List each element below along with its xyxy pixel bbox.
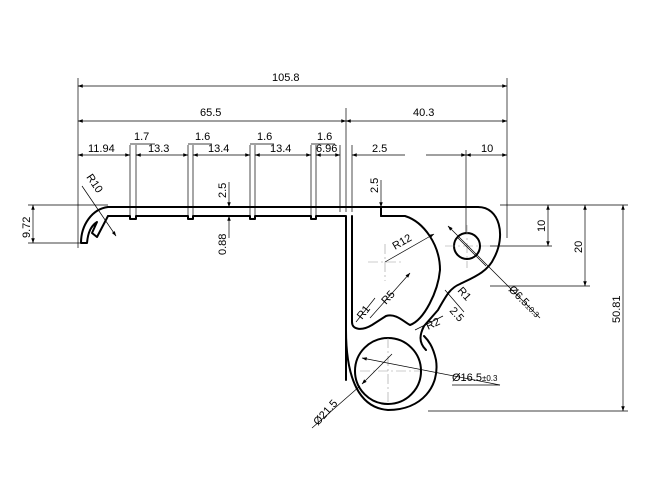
web-inner-edge xyxy=(351,215,441,330)
dim-right-width: 40.3 xyxy=(413,107,434,119)
dim-vert-10: 10 xyxy=(536,220,548,232)
dimension-labels: 105.8 65.5 40.3 11.94 13.3 13.4 13.4 6.9… xyxy=(21,72,623,428)
dim-overall-width: 105.8 xyxy=(272,72,300,84)
dim-dia-21-5: Ø21.5 xyxy=(311,398,340,428)
dim-seg-2-5-top: 2.5 xyxy=(372,143,387,155)
dim-seg-11-94: 11.94 xyxy=(88,143,115,155)
dim-dia-6-5: Ø6.5±0.3 xyxy=(506,284,543,321)
extension-lines xyxy=(28,78,628,412)
dim-radius-r2: R2 xyxy=(424,316,442,333)
dim-radius-r2-5: 2.5 xyxy=(447,305,466,324)
hook-end xyxy=(80,206,109,244)
dim-dia-16-5: Ø16.5±0.3 xyxy=(452,372,498,384)
dim-vert-9-72: 9.72 xyxy=(21,217,33,238)
dim-left-width: 65.5 xyxy=(200,107,221,119)
dimension-lines xyxy=(31,84,625,429)
tube-outer xyxy=(345,329,438,411)
center-lines xyxy=(360,225,490,404)
dim-seg-13-4a: 13.4 xyxy=(208,143,229,155)
dim-vert-50-81: 50.81 xyxy=(611,295,623,323)
dim-radius-r12: R12 xyxy=(391,232,414,252)
dim-vert-0-88: 0.88 xyxy=(217,234,229,255)
dim-radius-r1-right: R1 xyxy=(455,285,473,303)
dim-radius-r1-left: R1 xyxy=(355,303,373,321)
dim-seg-6-96: 6.96 xyxy=(316,143,337,155)
dim-seg-13-3: 13.3 xyxy=(148,143,169,155)
dim-seg-13-4b: 13.4 xyxy=(270,143,291,155)
dim-groove-1-6a: 1.6 xyxy=(195,131,210,143)
dim-groove-1-7: 1.7 xyxy=(134,131,149,143)
dim-vert-20: 20 xyxy=(573,241,585,253)
dim-vert-2-5-left: 2.5 xyxy=(217,183,229,198)
lug-outline xyxy=(419,206,502,351)
dim-seg-10-top: 10 xyxy=(481,143,493,155)
profile-outline xyxy=(80,206,502,411)
dim-radius-r10: R10 xyxy=(84,172,105,195)
dim-groove-1-6c: 1.6 xyxy=(317,131,332,143)
dim-vert-2-5-right: 2.5 xyxy=(369,178,381,193)
dim-groove-1-6b: 1.6 xyxy=(257,131,272,143)
